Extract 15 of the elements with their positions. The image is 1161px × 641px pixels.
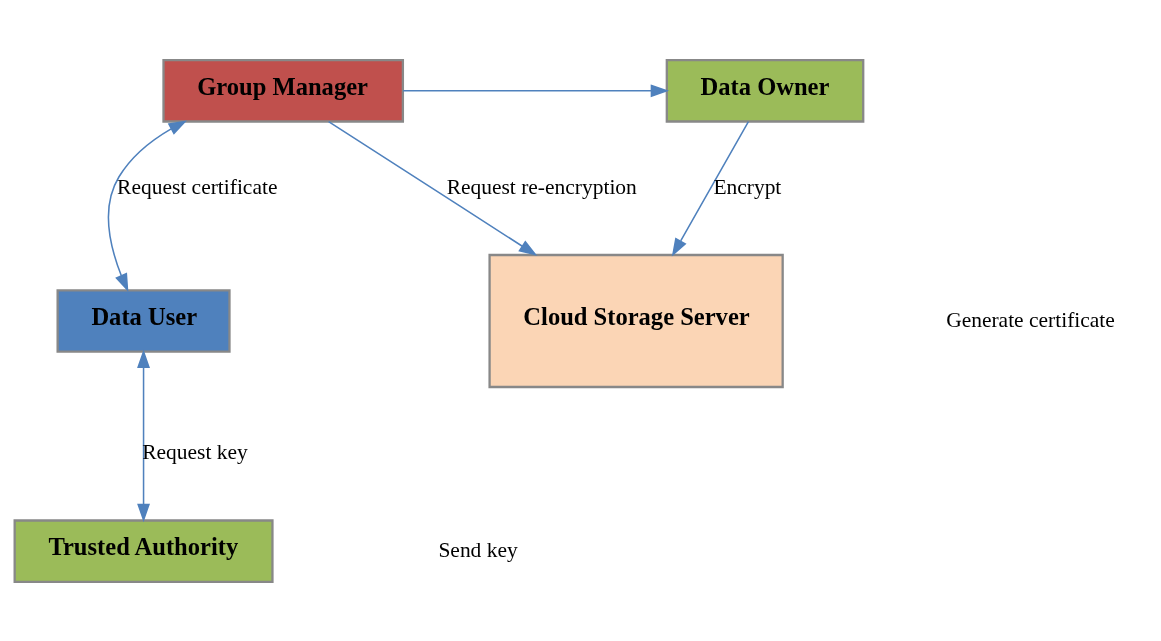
edge-label: Encrypt: [713, 174, 782, 199]
node-box: Trusted Authority: [13, 518, 274, 583]
arrow: [137, 348, 150, 522]
edge-label: Request certificate: [117, 174, 278, 199]
label: Generate certificate: [946, 307, 1115, 332]
node-box: Data Owner: [665, 58, 865, 123]
edge-label: Request re-encryption: [446, 174, 637, 199]
node-box: Data User: [56, 288, 231, 353]
arrow: [327, 120, 538, 256]
arrow: [402, 83, 670, 97]
label: Send key: [438, 537, 518, 562]
arrow: [671, 120, 750, 257]
node-box: Group Manager: [162, 58, 405, 123]
node-box: Cloud Storage Server: [488, 253, 784, 388]
arrow: [107, 119, 188, 292]
